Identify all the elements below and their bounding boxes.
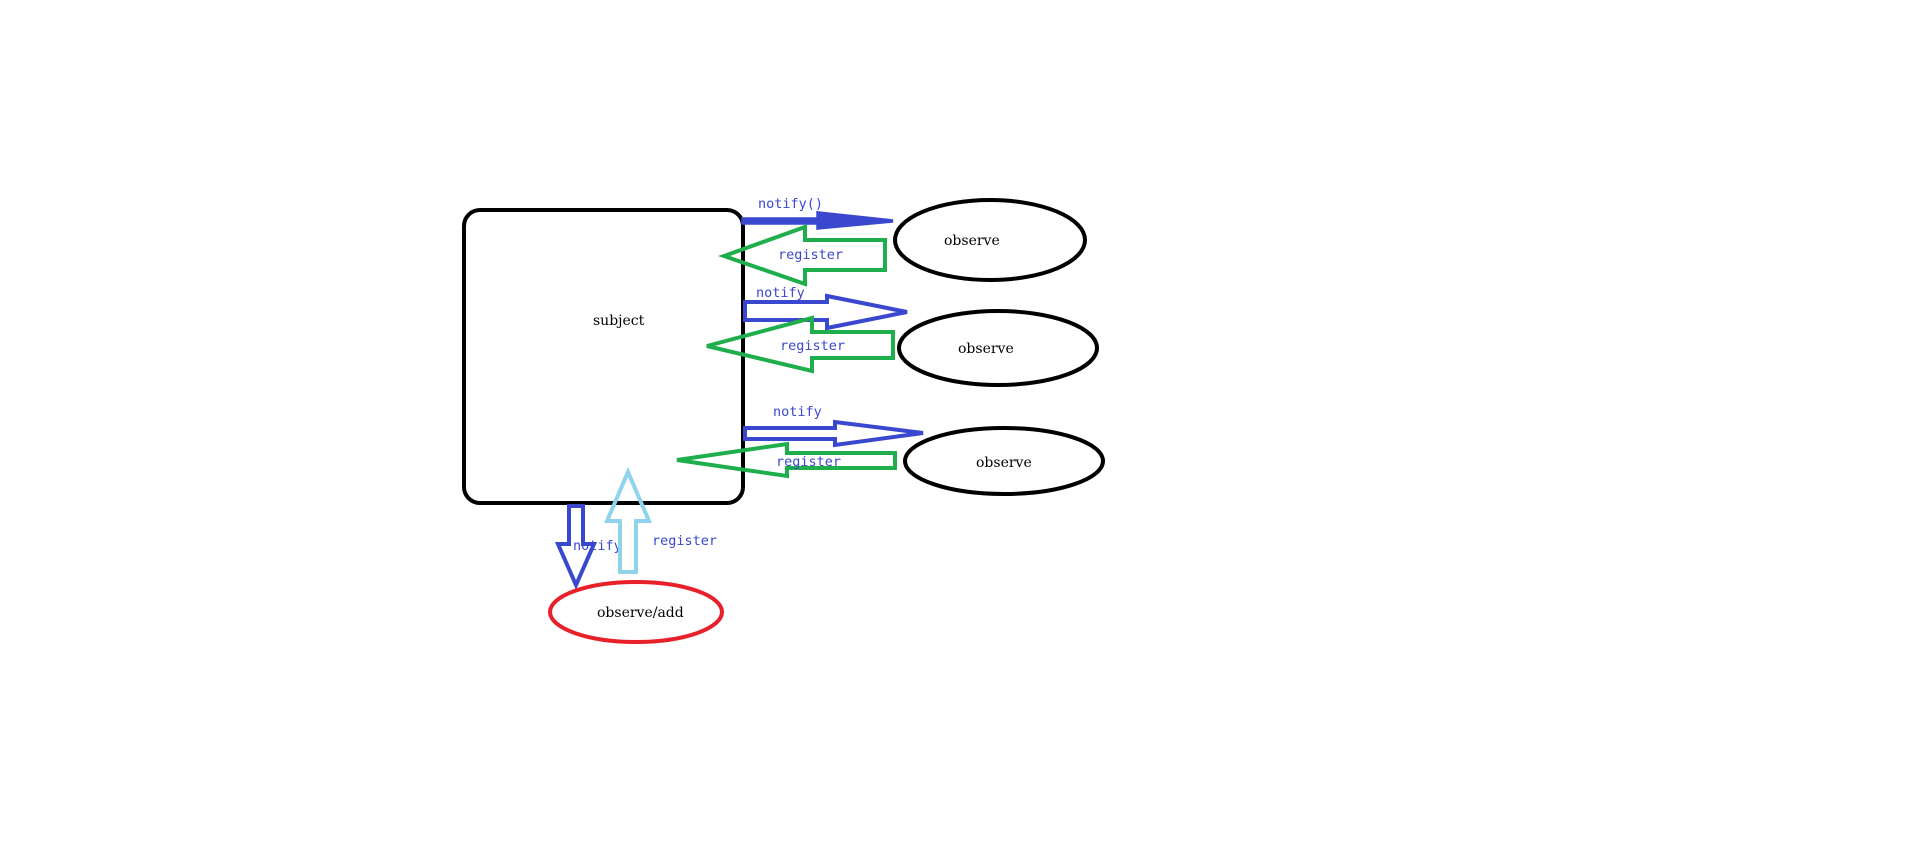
observer-label-1: observe: [944, 233, 1000, 249]
notify-label-2: notify: [756, 285, 805, 301]
new-observer-ellipse: [548, 580, 724, 644]
observer-ellipse-1: [893, 198, 1087, 282]
notify-arrow-3: [743, 419, 924, 448]
notify-label-1: notify(): [758, 196, 823, 212]
notify-label-down: notify: [573, 538, 622, 554]
register-arrow-3: [676, 441, 897, 479]
observer-ellipse-3: [903, 426, 1105, 496]
register-arrow-1: [717, 224, 887, 287]
register-label-2: register: [780, 338, 845, 354]
notify-arrow-down: [554, 504, 598, 590]
register-label-1: register: [778, 247, 843, 263]
register-arrow-2: [706, 315, 895, 374]
register-label-3: register: [776, 454, 841, 470]
observer-ellipse-2: [897, 309, 1099, 387]
new-observer-label: observe/add: [597, 605, 684, 621]
subject-box: [462, 208, 745, 505]
observer-label-2: observe: [958, 341, 1014, 357]
observer-label-3: observe: [976, 455, 1032, 471]
subject-label: subject: [593, 313, 645, 329]
notify-arrow-1: [741, 211, 894, 230]
notify-label-3: notify: [773, 404, 822, 420]
notify-arrow-2: [743, 293, 908, 331]
register-arrow-up: [603, 466, 653, 574]
register-label-up: register: [652, 533, 717, 549]
